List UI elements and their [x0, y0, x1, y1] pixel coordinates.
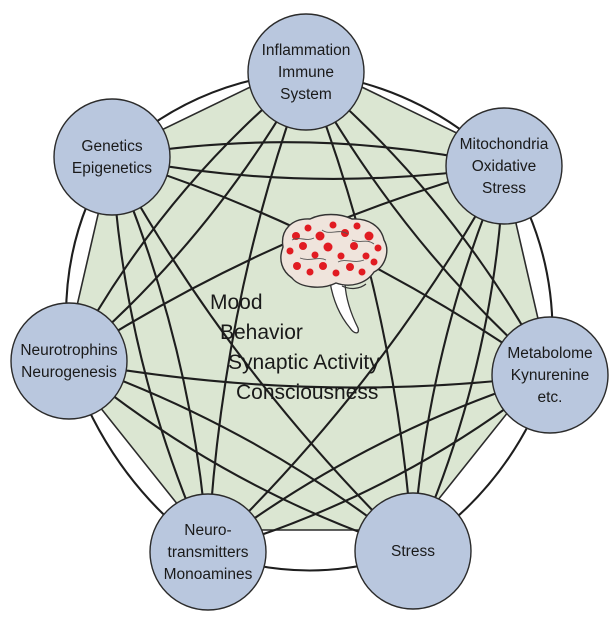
node-circle-inflammation — [247, 13, 365, 131]
node-label-metabolome-2: etc. — [538, 389, 563, 406]
link-mitochondria-neurotrophins — [68, 164, 505, 362]
node-circle-stress — [354, 492, 472, 610]
center-line-consciousness: Consciousness — [236, 381, 378, 404]
node-circle-genetics — [53, 98, 171, 216]
node-stress: Stress — [354, 492, 472, 610]
center-line-synaptic-activity: Synaptic Activity — [228, 351, 380, 374]
node-label-neurotransmitters-1: transmitters — [168, 544, 249, 561]
node-label-neurotransmitters-0: Neuro- — [184, 522, 231, 539]
node-label-neurotransmitters-2: Monoamines — [164, 566, 253, 583]
center-line-behavior: Behavior — [220, 321, 303, 344]
node-label-genetics-0: Genetics — [81, 138, 142, 155]
node-circle-neurotransmitters — [149, 493, 267, 611]
brain-icon — [280, 213, 388, 334]
link-metabolome-neurotrophins — [68, 359, 551, 389]
brain-activity-spots — [286, 221, 382, 277]
link-mitochondria-neurotransmitters — [207, 165, 505, 553]
link-stress-genetics — [111, 156, 414, 552]
node-label-mitochondria-2: Stress — [482, 180, 526, 197]
node-circle-metabolome — [491, 316, 609, 434]
link-inflammation-neurotransmitters — [206, 71, 307, 553]
center-label: Mood Behavior Synaptic Activity Consciou… — [210, 291, 380, 404]
node-label-mitochondria-1: Oxidative — [472, 158, 537, 175]
node-label-inflammation-1: Immune — [278, 64, 334, 81]
node-circle-neurotrophins — [10, 302, 128, 420]
node-label-mitochondria-0: Mitochondria — [460, 136, 549, 153]
node-circle-mitochondria — [445, 107, 563, 225]
node-label-stress-0: Stress — [391, 543, 435, 560]
node-label-genetics-1: Epigenetics — [72, 160, 152, 177]
node-label-inflammation-2: System — [280, 86, 332, 103]
node-label-inflammation-0: Inflammation — [262, 42, 351, 59]
node-label-metabolome-1: Kynurenine — [511, 367, 589, 384]
link-inflammation-stress — [305, 71, 415, 552]
node-label-neurotrophins-1: Neurogenesis — [21, 364, 117, 381]
node-layer: InflammationImmuneSystemMitochondriaOxid… — [10, 13, 609, 611]
center-line-mood: Mood — [210, 291, 263, 314]
node-label-neurotrophins-0: Neurotrophins — [20, 342, 118, 359]
node-label-metabolome-0: Metabolome — [507, 345, 592, 362]
